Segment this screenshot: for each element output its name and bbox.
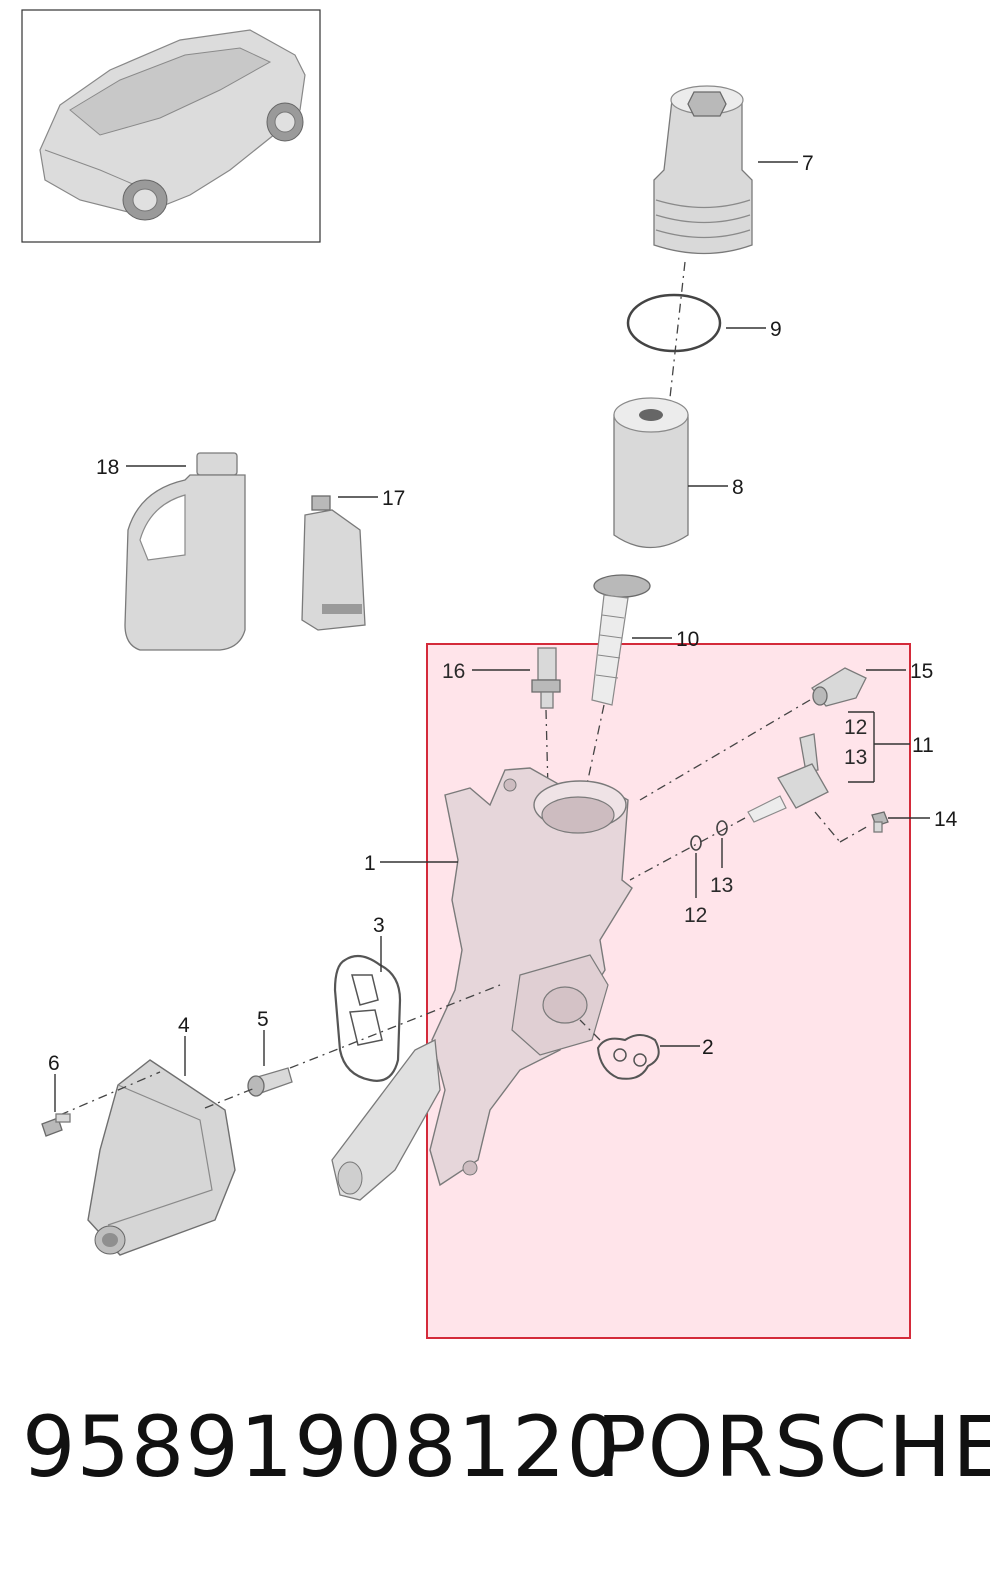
callout-5: 5 (257, 1008, 269, 1031)
part-7-filter-cap (653, 85, 753, 255)
part-8-filter-element (613, 397, 689, 549)
part-5-connector (247, 1067, 293, 1097)
callout-4: 4 (178, 1014, 190, 1037)
part-16-sensor (531, 647, 561, 709)
part-number: 95891908120 (22, 1398, 621, 1496)
callout-10: 10 (676, 628, 699, 651)
callout-13-group: 13 (844, 746, 867, 769)
part-9-o-ring (626, 293, 722, 353)
callout-15: 15 (910, 660, 933, 683)
callout-1: 1 (364, 852, 376, 875)
part-10-center-tube (591, 574, 651, 706)
callout-17: 17 (382, 487, 405, 510)
part-3-gasket (333, 954, 402, 1082)
callout-3: 3 (373, 914, 385, 937)
callout-14: 14 (934, 808, 958, 831)
callout-9: 9 (770, 318, 782, 341)
callout-11: 11 (912, 734, 934, 757)
part-1-filter-housing (429, 767, 633, 1187)
part-13-seal (716, 820, 728, 836)
callout-12: 12 (684, 904, 707, 927)
part-4-oil-cooler (87, 1059, 236, 1256)
mounting-bracket (331, 1038, 441, 1201)
part-6-bolt (41, 1113, 71, 1137)
callout-7: 7 (802, 152, 814, 175)
callout-12-group: 12 (844, 716, 867, 739)
callout-2: 2 (702, 1036, 714, 1059)
vehicle-thumbnail (21, 9, 321, 243)
brand-name: PORSCHE (596, 1398, 990, 1496)
part-11-valve (747, 733, 829, 823)
part-17-oil-bottle (301, 495, 366, 631)
part-18-oil-canister (124, 452, 246, 651)
part-14-bolt (871, 811, 889, 833)
callout-18: 18 (96, 456, 119, 479)
part-12-seal (690, 835, 702, 851)
callout-13: 13 (710, 874, 733, 897)
callout-6: 6 (48, 1052, 60, 1075)
part-2-gasket (596, 1034, 660, 1080)
callout-16: 16 (442, 660, 465, 683)
callout-8: 8 (732, 476, 744, 499)
part-15-sensor (811, 667, 867, 707)
